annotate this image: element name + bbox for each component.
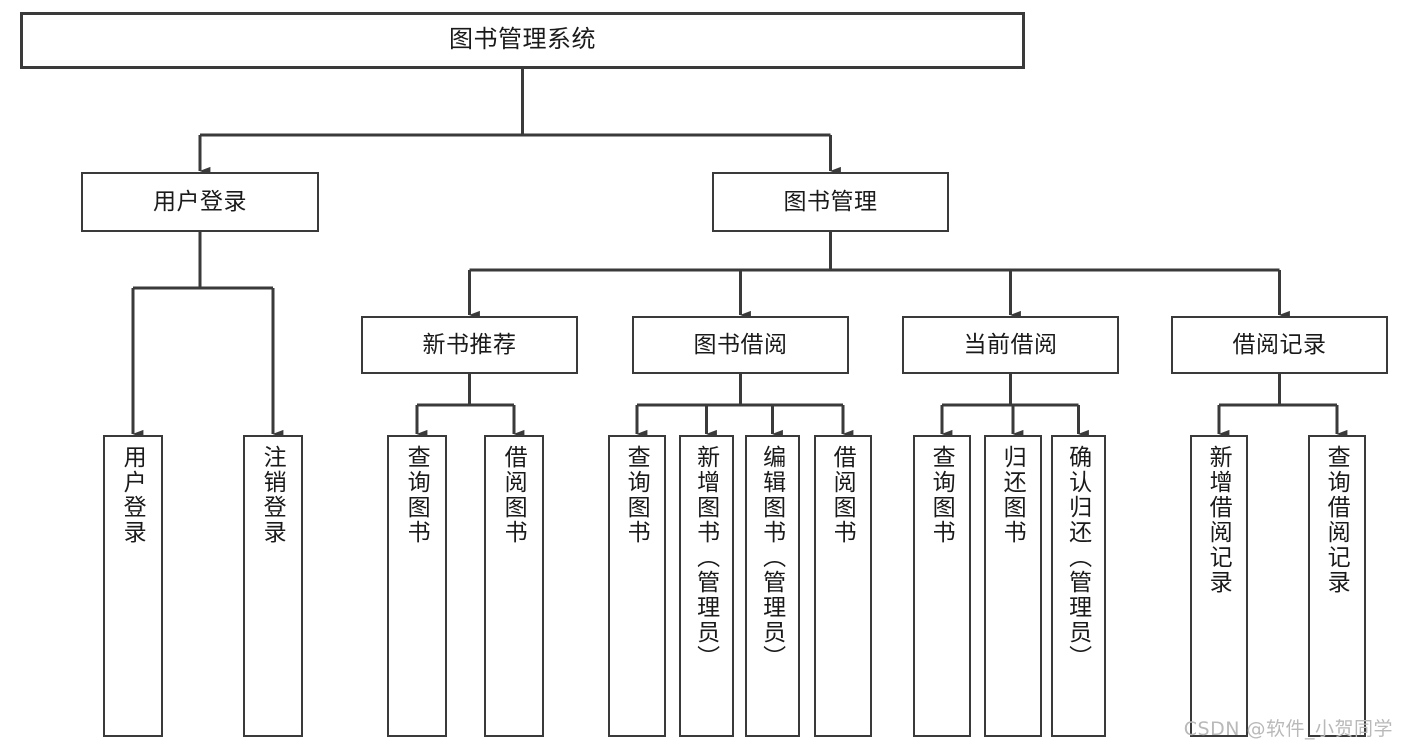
node-label: 图书管理 xyxy=(783,188,878,215)
node-leaf-logout[interactable]: 注销登录 xyxy=(243,435,303,737)
node-label: 图书借阅 xyxy=(693,331,788,358)
node-label: 借阅记录 xyxy=(1232,331,1327,358)
node-leaf-query-record[interactable]: 查询借阅记录 xyxy=(1308,435,1366,737)
node-leaf-query-book-cur[interactable]: 查询图书 xyxy=(913,435,971,737)
node-label: 注销登录 xyxy=(260,445,287,545)
node-label: 新书推荐 xyxy=(422,331,517,358)
node-label: 归还图书 xyxy=(1000,445,1027,545)
node-borrow-record[interactable]: 借阅记录 xyxy=(1171,316,1388,374)
node-leaf-borrow-book-rec[interactable]: 借阅图书 xyxy=(484,435,544,737)
node-label: 借阅图书 xyxy=(830,445,857,545)
node-label: 查询图书 xyxy=(624,445,651,545)
node-root[interactable]: 图书管理系统 xyxy=(20,12,1025,69)
node-label: 用户登录 xyxy=(153,188,247,215)
node-label: 用户登录 xyxy=(120,445,147,545)
node-label: 借阅图书 xyxy=(501,445,528,545)
node-leaf-add-book[interactable]: 新增图书（管理员） xyxy=(679,435,734,737)
node-user-login[interactable]: 用户登录 xyxy=(81,172,319,232)
node-label: 图书管理系统 xyxy=(449,26,596,54)
node-leaf-user-login[interactable]: 用户登录 xyxy=(103,435,163,737)
node-leaf-borrow-book[interactable]: 借阅图书 xyxy=(814,435,872,737)
node-label: 当前借阅 xyxy=(963,331,1058,358)
node-label: 查询图书 xyxy=(404,445,431,545)
node-new-book-rec[interactable]: 新书推荐 xyxy=(361,316,578,374)
watermark-text: CSDN @软件_小贺同学 xyxy=(1183,718,1393,740)
node-leaf-confirm-return[interactable]: 确认归还（管理员） xyxy=(1051,435,1106,737)
node-book-manage[interactable]: 图书管理 xyxy=(712,172,949,232)
node-leaf-add-record[interactable]: 新增借阅记录 xyxy=(1190,435,1248,737)
node-label: 编辑图书（管理员） xyxy=(759,445,786,670)
node-label: 新增借阅记录 xyxy=(1206,445,1233,595)
node-label: 确认归还（管理员） xyxy=(1065,445,1092,670)
node-current-borrow[interactable]: 当前借阅 xyxy=(902,316,1119,374)
node-leaf-return-book[interactable]: 归还图书 xyxy=(984,435,1042,737)
node-leaf-edit-book[interactable]: 编辑图书（管理员） xyxy=(745,435,800,737)
node-leaf-query-book-borrow[interactable]: 查询图书 xyxy=(608,435,666,737)
node-book-borrow[interactable]: 图书借阅 xyxy=(632,316,849,374)
node-label: 查询图书 xyxy=(929,445,956,545)
node-leaf-query-book-rec[interactable]: 查询图书 xyxy=(387,435,447,737)
node-label: 新增图书（管理员） xyxy=(693,445,720,670)
node-label: 查询借阅记录 xyxy=(1324,445,1351,595)
